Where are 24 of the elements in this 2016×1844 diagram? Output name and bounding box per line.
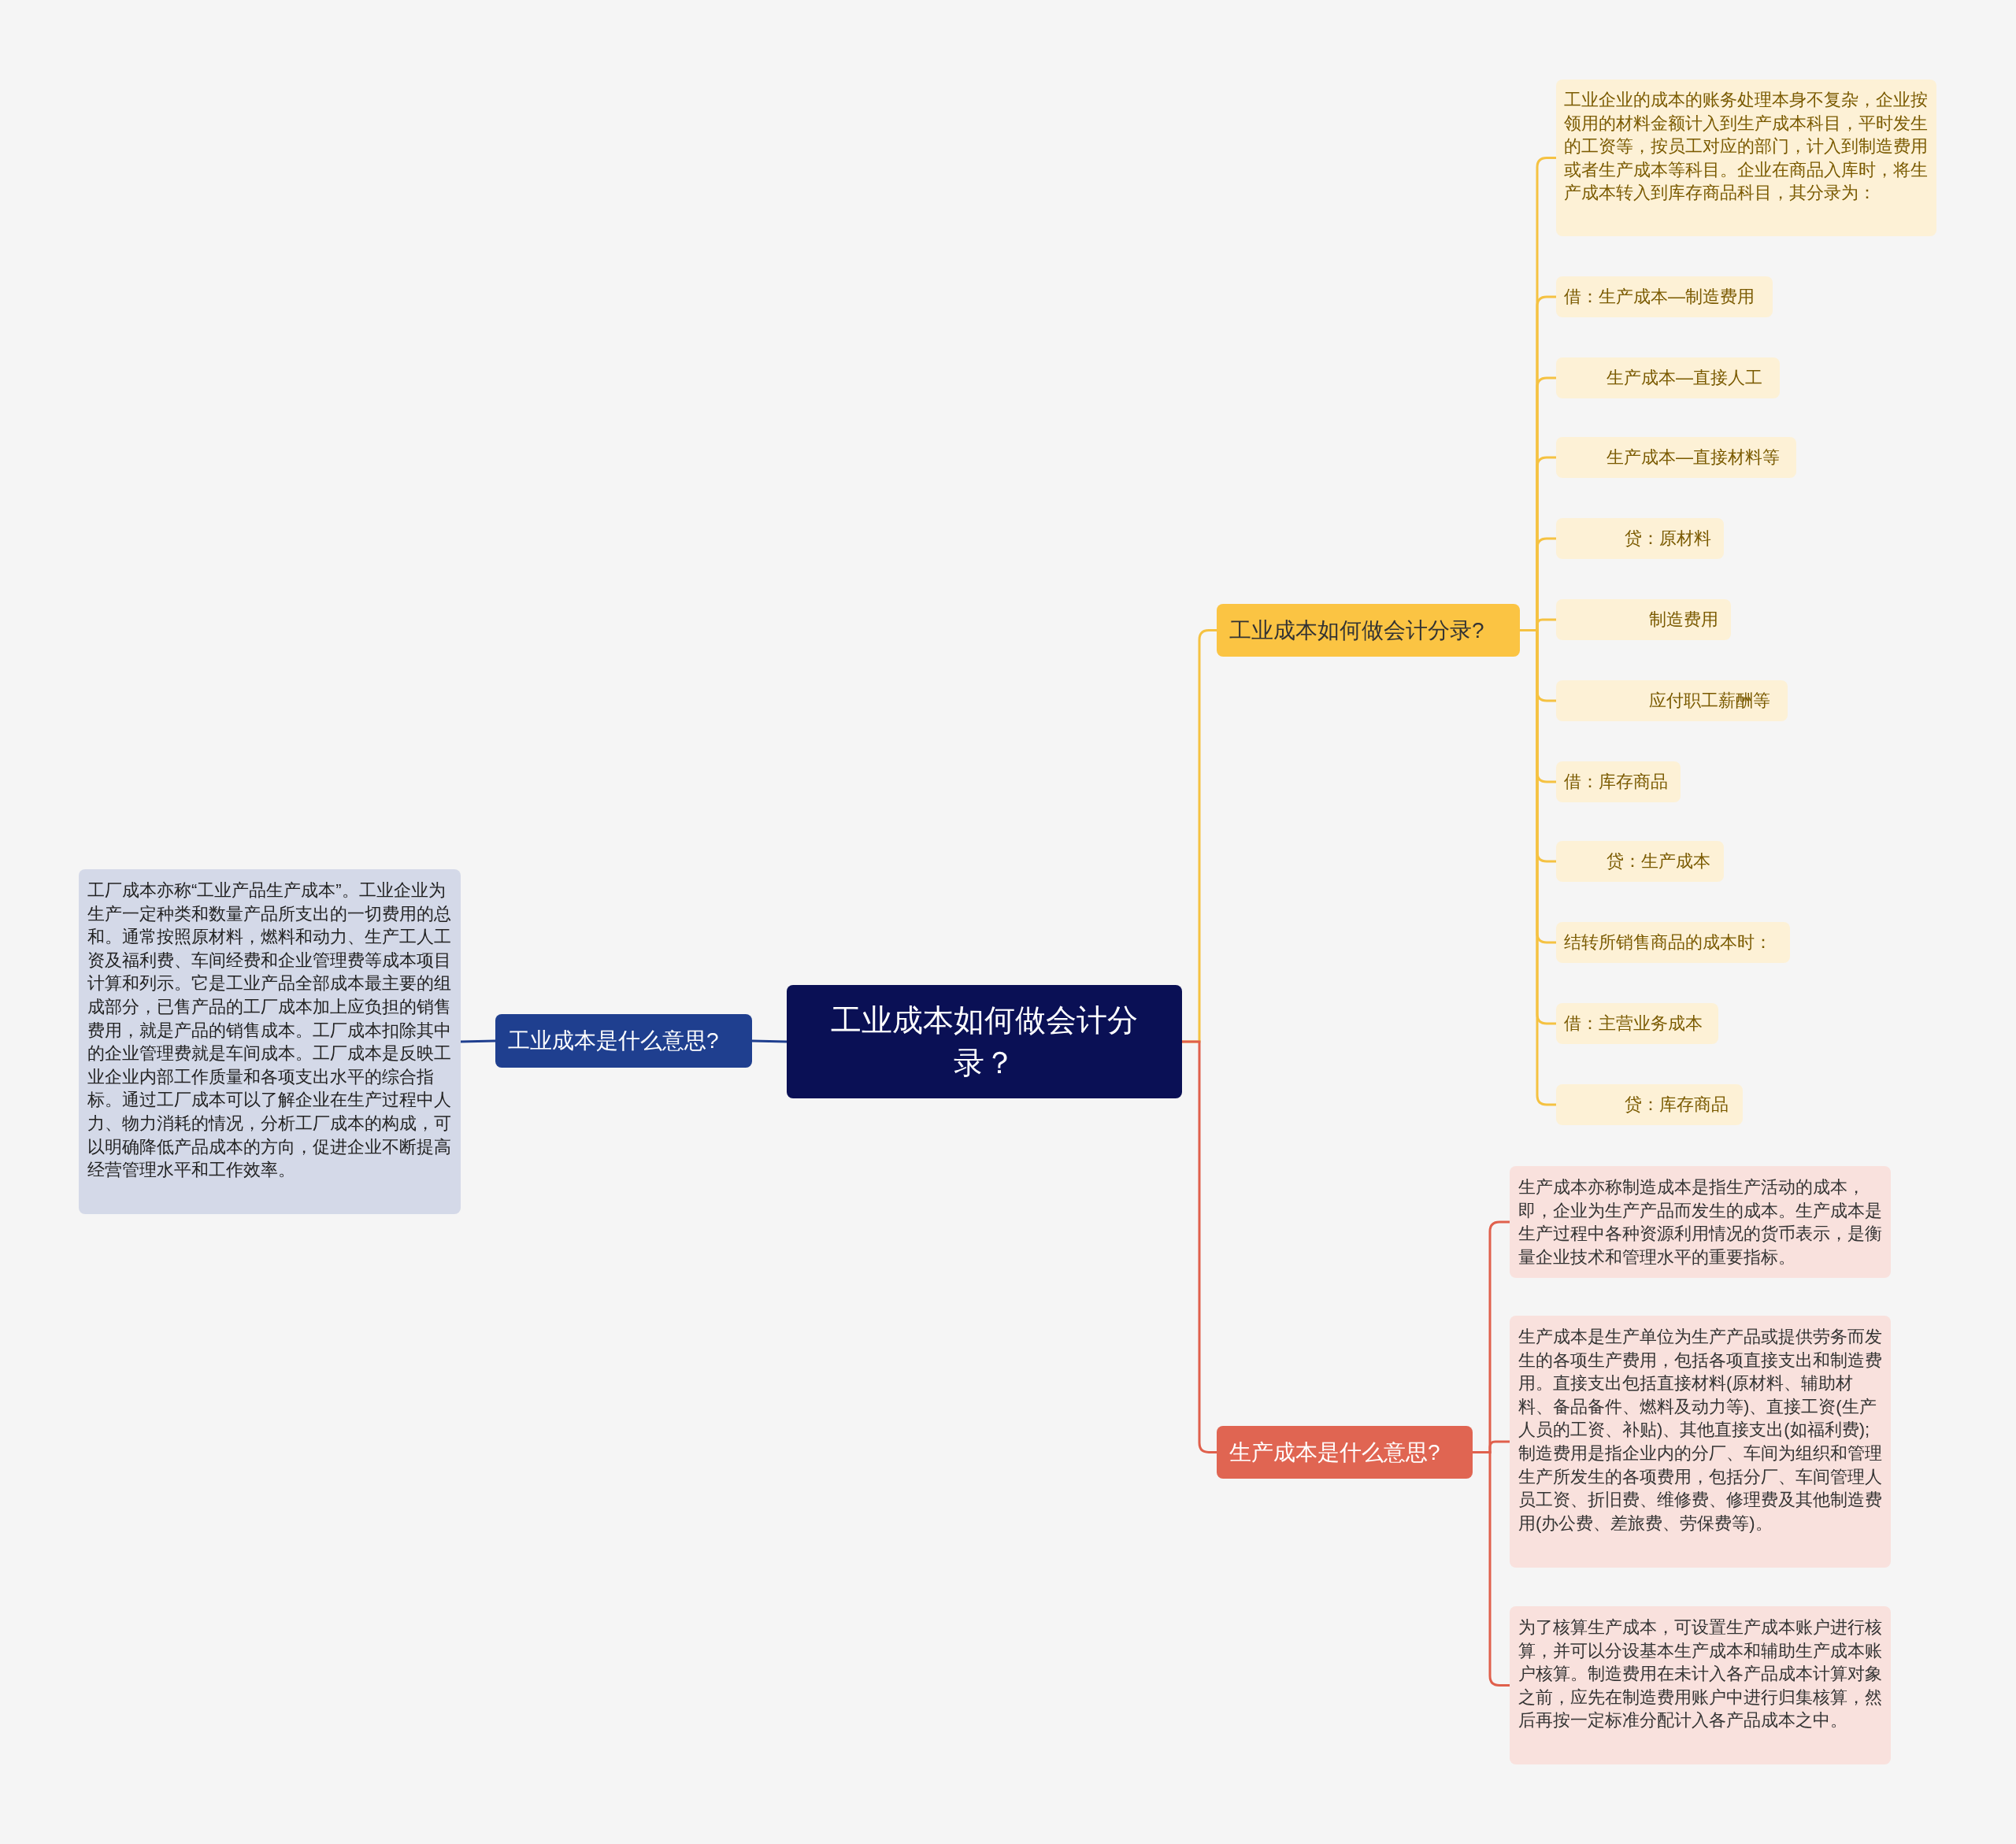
entry-box: 结转所销售商品的成本时： — [1556, 922, 1790, 963]
entry-box: 贷：库存商品 — [1556, 1084, 1743, 1125]
topic-box: 生产成本是什么意思? — [1217, 1426, 1473, 1479]
topic-box: 工业成本如何做会计分录? — [1217, 604, 1520, 657]
entry-box: 借：库存商品 — [1556, 761, 1681, 802]
entry-box: 借：生产成本—制造费用 — [1556, 276, 1773, 317]
connector — [460, 1039, 496, 1043]
entry-box: 生产成本—直接材料等 — [1556, 437, 1796, 478]
entry-box: 应付职工薪酬等 — [1556, 680, 1788, 721]
root-topic-box: 工业成本如何做会计分录？ — [787, 985, 1182, 1098]
note-box: 工厂成本亦称“工业产品生产成本”。工业企业为生产一定种类和数量产品所支出的一切费用的总和。通常按照原材料，燃料和动力、生产工人工资及福利费、车间经费和企业管理费等成本项目计算和列示。它是工业产品全部成本最主要的组成部分，已售产品的工厂成本加上应负担的销售费用，就是产品的销售成本。工厂成本扣除其中的企业管理费就是车间成本。工厂成本是反映工业企业内部工作质量和各项支出水平的综合指标。通过工厂成本可以了解企业在生产过程中人力、物力消耗的情况，分析工厂成本的构成，可以明确降低产品成本的方向，促进企业不断提高经营管理水平和工作效率。 — [79, 869, 461, 1214]
connector — [1473, 1451, 1510, 1687]
note-box: 生产成本亦称制造成本是指生产活动的成本，即，企业为生产产品而发生的成本。生产成本是生产过程中各种资源利用情况的货币表示，是衡量企业技术和管理水平的重要指标。 — [1510, 1166, 1891, 1279]
entry-box: 工业企业的成本的账务处理本身不复杂，企业按领用的材料金额计入到生产成本科目，平时发生的工资等，按员工对应的部门，计入到制造费用或者生产成本等科目。企业在商品入库时，将生产成本转入到库存商品科目，其分录为： — [1556, 80, 1936, 236]
connector — [1182, 1040, 1217, 1453]
entry-box: 借：主营业务成本 — [1556, 1003, 1718, 1044]
entry-box: 贷：原材料 — [1556, 518, 1724, 559]
entry-box: 制造费用 — [1556, 599, 1731, 640]
entry-box: 贷：生产成本 — [1556, 841, 1724, 882]
entry-box: 生产成本—直接人工 — [1556, 357, 1780, 398]
note-box: 为了核算生产成本，可设置生产成本账户进行核算，并可以分设基本生产成本和辅助生产成本账户核算。制造费用在未计入各产品成本计算对象之前，应先在制造费用账户中进行归集核算，然后再按一定标准分配计入各产品成本之中。 — [1510, 1606, 1891, 1764]
connector — [751, 1039, 788, 1043]
topic-box: 工业成本是什么意思? — [495, 1014, 752, 1068]
note-box: 生产成本是生产单位为生产产品或提供劳务而发生的各项生产费用，包括各项直接支出和制造费用。直接支出包括直接材料(原材料、辅助材料、备品备件、燃料及动力等)、直接工资(生产人员的工资、补贴)、其他直接支出(如福利费);制造费用是指企业内的分厂、车间为组织和管理生产所发生的各项费用，包括分厂、车间管理人员工资、折旧费、维修费、修理费及其他制造费用(办公费、差旅费、劳保费等)。 — [1510, 1316, 1891, 1568]
